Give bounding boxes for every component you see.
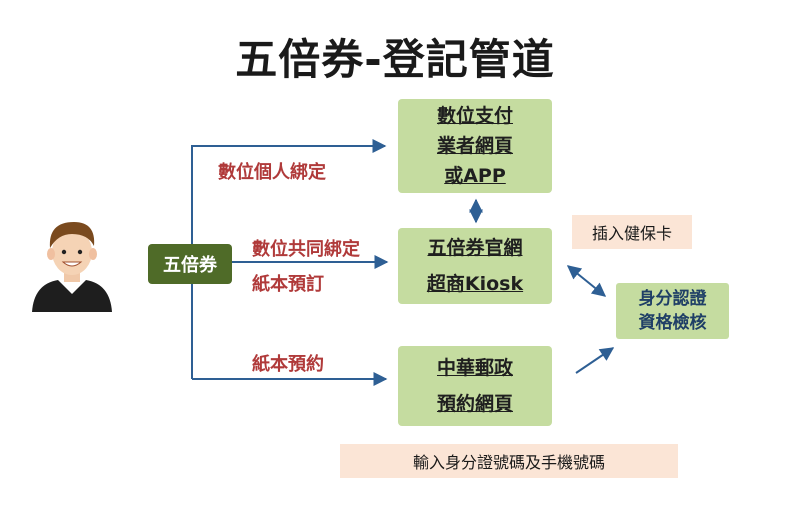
node-official-site-line2: 超商Kiosk [426, 273, 524, 295]
arrow-official-verify [566, 265, 607, 297]
person-icon [32, 222, 112, 312]
node-verify-line1: 身分認證 [638, 289, 707, 309]
node-digital-payment-line3: 或APP [444, 165, 506, 187]
start-node: 五倍券 [148, 244, 232, 284]
node-official-site-line1: 五倍券官網 [427, 237, 523, 259]
edge-label-paper-reserve: 紙本預約 [252, 354, 324, 375]
node-post-office: 中華郵政 預約網頁 [398, 346, 552, 426]
node-post-office-line1: 中華郵政 [436, 357, 513, 379]
node-verify: 身分認證 資格檢核 [616, 283, 729, 339]
node-digital-payment-line1: 數位支付 [436, 105, 513, 127]
edge-label-digital-shared: 數位共同綁定 [252, 239, 360, 260]
arrow-to-digital-payment [191, 139, 387, 264]
node-digital-payment-line2: 業者網頁 [436, 135, 513, 157]
node-post-office-line2: 預約網頁 [436, 393, 513, 415]
edge-label-digital-personal: 數位個人綁定 [218, 162, 326, 183]
node-official-site: 五倍券官網 超商Kiosk [398, 228, 552, 304]
arrow-post-verify [575, 347, 615, 374]
note-health-card: 插入健保卡 [572, 215, 692, 249]
page-title: 五倍券-登記管道 [235, 35, 555, 84]
note-id-phone: 輸入身分證號碼及手機號碼 [340, 444, 678, 478]
node-verify-line2: 資格檢核 [638, 313, 707, 333]
node-digital-payment: 數位支付 業者網頁 或APP [398, 99, 552, 193]
edge-label-paper-order: 紙本預訂 [252, 274, 324, 295]
